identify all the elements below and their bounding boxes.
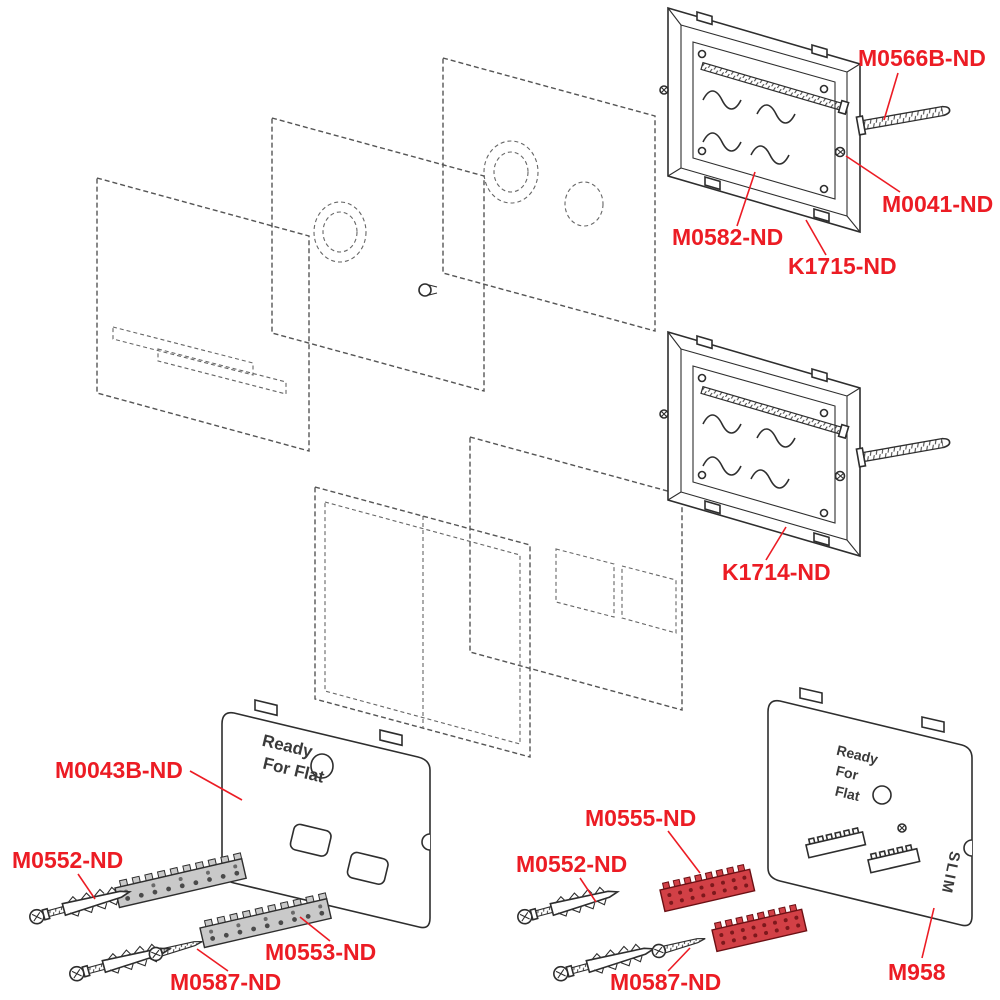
leader-m0555 <box>667 830 701 874</box>
plate-right-rack-seat-2 <box>867 844 921 874</box>
label-m0555: M0555-ND <box>585 805 696 831</box>
panel-middle-knob <box>418 283 432 297</box>
part-labels: M0566B-ND M0041-ND M0582-ND K1715-ND K17… <box>12 45 993 995</box>
plate-left-slot-2 <box>346 851 389 885</box>
panel-back-hole1-outer <box>483 140 539 204</box>
label-k1714: K1714-ND <box>722 559 831 585</box>
rack-m0553-1 <box>112 852 247 909</box>
threaded-rod-k1714 <box>855 432 952 468</box>
leader-m0587-right <box>667 947 691 972</box>
panel-front-button-slot-1 <box>112 326 254 376</box>
mount-plate-m958: Ready For Flat SLIM <box>767 686 973 927</box>
panel-slots <box>469 436 683 711</box>
leader-m0552-right <box>579 877 597 903</box>
rack-m0555-2 <box>709 902 808 953</box>
label-m0566b: M0566B-ND <box>858 45 986 71</box>
label-m0552-left: M0552-ND <box>12 847 123 873</box>
plate-right-side-notch <box>963 839 973 857</box>
panel-middle-knob-side <box>428 284 438 296</box>
plate-left-slot-1 <box>289 823 332 857</box>
plate-left-tab-1 <box>254 698 278 717</box>
plate-left-side-notch <box>421 833 431 851</box>
label-m0043b: M0043B-ND <box>55 757 183 783</box>
plate-left-hole <box>310 753 334 779</box>
leader-m0566b <box>883 72 899 121</box>
plate-right-text-line2: For <box>834 762 860 783</box>
plate-right-screw-detail-cross <box>898 824 906 832</box>
threaded-rod-m0566b <box>855 100 952 136</box>
plate-right-text-line3: Flat <box>833 783 861 804</box>
plate-right-hole <box>872 785 892 805</box>
screw-m0587-left <box>147 934 205 963</box>
leader-m0552-left <box>77 873 96 900</box>
panel-back-hole2 <box>564 181 604 227</box>
leader-m0587-left <box>196 948 229 972</box>
rack-m0555-1 <box>657 862 756 913</box>
leader-m0043b <box>189 770 243 801</box>
plate-right-rack-seat-1 <box>805 827 867 859</box>
leader-k1714 <box>765 526 787 561</box>
anchor-m0552-left-2 <box>66 938 173 986</box>
panel-split-inner <box>324 501 521 745</box>
panel-front-button-slot-2 <box>157 348 287 395</box>
label-m0552-right: M0552-ND <box>516 851 627 877</box>
panel-front <box>96 177 310 452</box>
screw-m0587-right <box>650 931 708 960</box>
panel-middle <box>271 117 485 392</box>
panel-back <box>442 57 656 332</box>
plate-right-tab-1 <box>799 686 823 705</box>
mount-plate-m0043b: Ready For Flat <box>221 698 431 929</box>
label-m0587-left: M0587-ND <box>170 969 281 995</box>
label-m958: M958 <box>888 959 946 985</box>
leader-m0582 <box>736 171 756 227</box>
label-m0041: M0041-ND <box>882 191 993 217</box>
flush-plate-panels-middle <box>314 436 683 758</box>
panel-middle-hole-outer <box>313 201 367 263</box>
leader-m0553 <box>299 916 331 942</box>
plate-left-tab-2 <box>379 728 403 747</box>
mount-frame-k1715 <box>659 7 861 233</box>
leader-m958 <box>921 907 935 959</box>
panel-slots-slot-1 <box>555 548 615 618</box>
label-m0553: M0553-ND <box>265 939 376 965</box>
leader-k1715 <box>805 219 827 256</box>
panel-back-hole1-inner <box>493 151 529 193</box>
label-m0582: M0582-ND <box>672 224 783 250</box>
leader-m0041 <box>845 155 901 193</box>
panel-middle-hole-inner <box>322 211 358 253</box>
flush-plate-panels-top <box>96 57 656 452</box>
plate-right-outline <box>767 699 973 927</box>
anchor-m0552-right-1 <box>514 881 621 929</box>
panel-slots-slot-2 <box>621 565 677 634</box>
mount-frame-k1714 <box>659 331 861 557</box>
label-k1715: K1715-ND <box>788 253 897 279</box>
label-m0587-right: M0587-ND <box>610 969 721 995</box>
leader-lines <box>77 72 935 972</box>
panel-split <box>314 486 531 758</box>
plate-right-tab-2 <box>921 715 945 734</box>
